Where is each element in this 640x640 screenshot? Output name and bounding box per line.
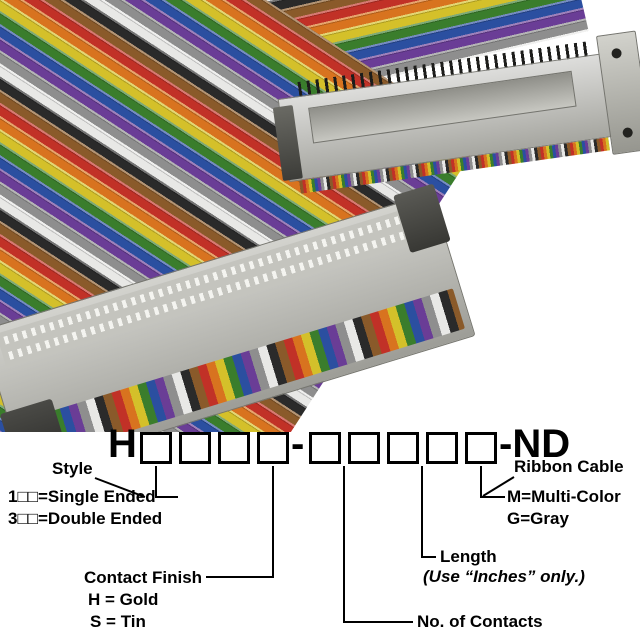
pn-box	[465, 432, 497, 464]
pn-box	[387, 432, 419, 464]
contact-finish-gold: H = Gold	[88, 590, 159, 609]
ribbon-option-gray: G=Gray	[507, 509, 569, 528]
length-title: Length	[440, 547, 497, 566]
ribbon-cable-title: Ribbon Cable	[514, 457, 624, 476]
pn-box	[257, 432, 289, 464]
length-note: (Use “Inches” only.)	[423, 567, 585, 586]
style-option-double: 3□□=Double Ended	[8, 509, 163, 528]
leader-style	[155, 466, 178, 498]
leader-contact-finish	[206, 466, 274, 578]
pn-box	[309, 432, 341, 464]
contact-finish-tin: S = Tin	[90, 612, 146, 631]
pn-box	[348, 432, 380, 464]
pn-prefix: H	[108, 422, 137, 466]
leader-length	[421, 466, 436, 558]
ribbon-option-multi: M=Multi-Color	[507, 487, 621, 506]
leader-contacts	[343, 466, 413, 623]
style-title: Style	[52, 459, 93, 478]
product-photo	[0, 0, 640, 432]
style-option-single: 1□□=Single Ended	[8, 487, 156, 506]
pn-box	[140, 432, 172, 464]
pn-dash: -	[291, 422, 305, 466]
contacts-title: No. of Contacts	[417, 612, 543, 631]
pn-box	[179, 432, 211, 464]
pn-suffix: -ND	[499, 422, 571, 466]
pn-box	[426, 432, 458, 464]
leader-ribbon	[480, 466, 505, 498]
pn-box	[218, 432, 250, 464]
contact-finish-title: Contact Finish	[84, 568, 203, 587]
